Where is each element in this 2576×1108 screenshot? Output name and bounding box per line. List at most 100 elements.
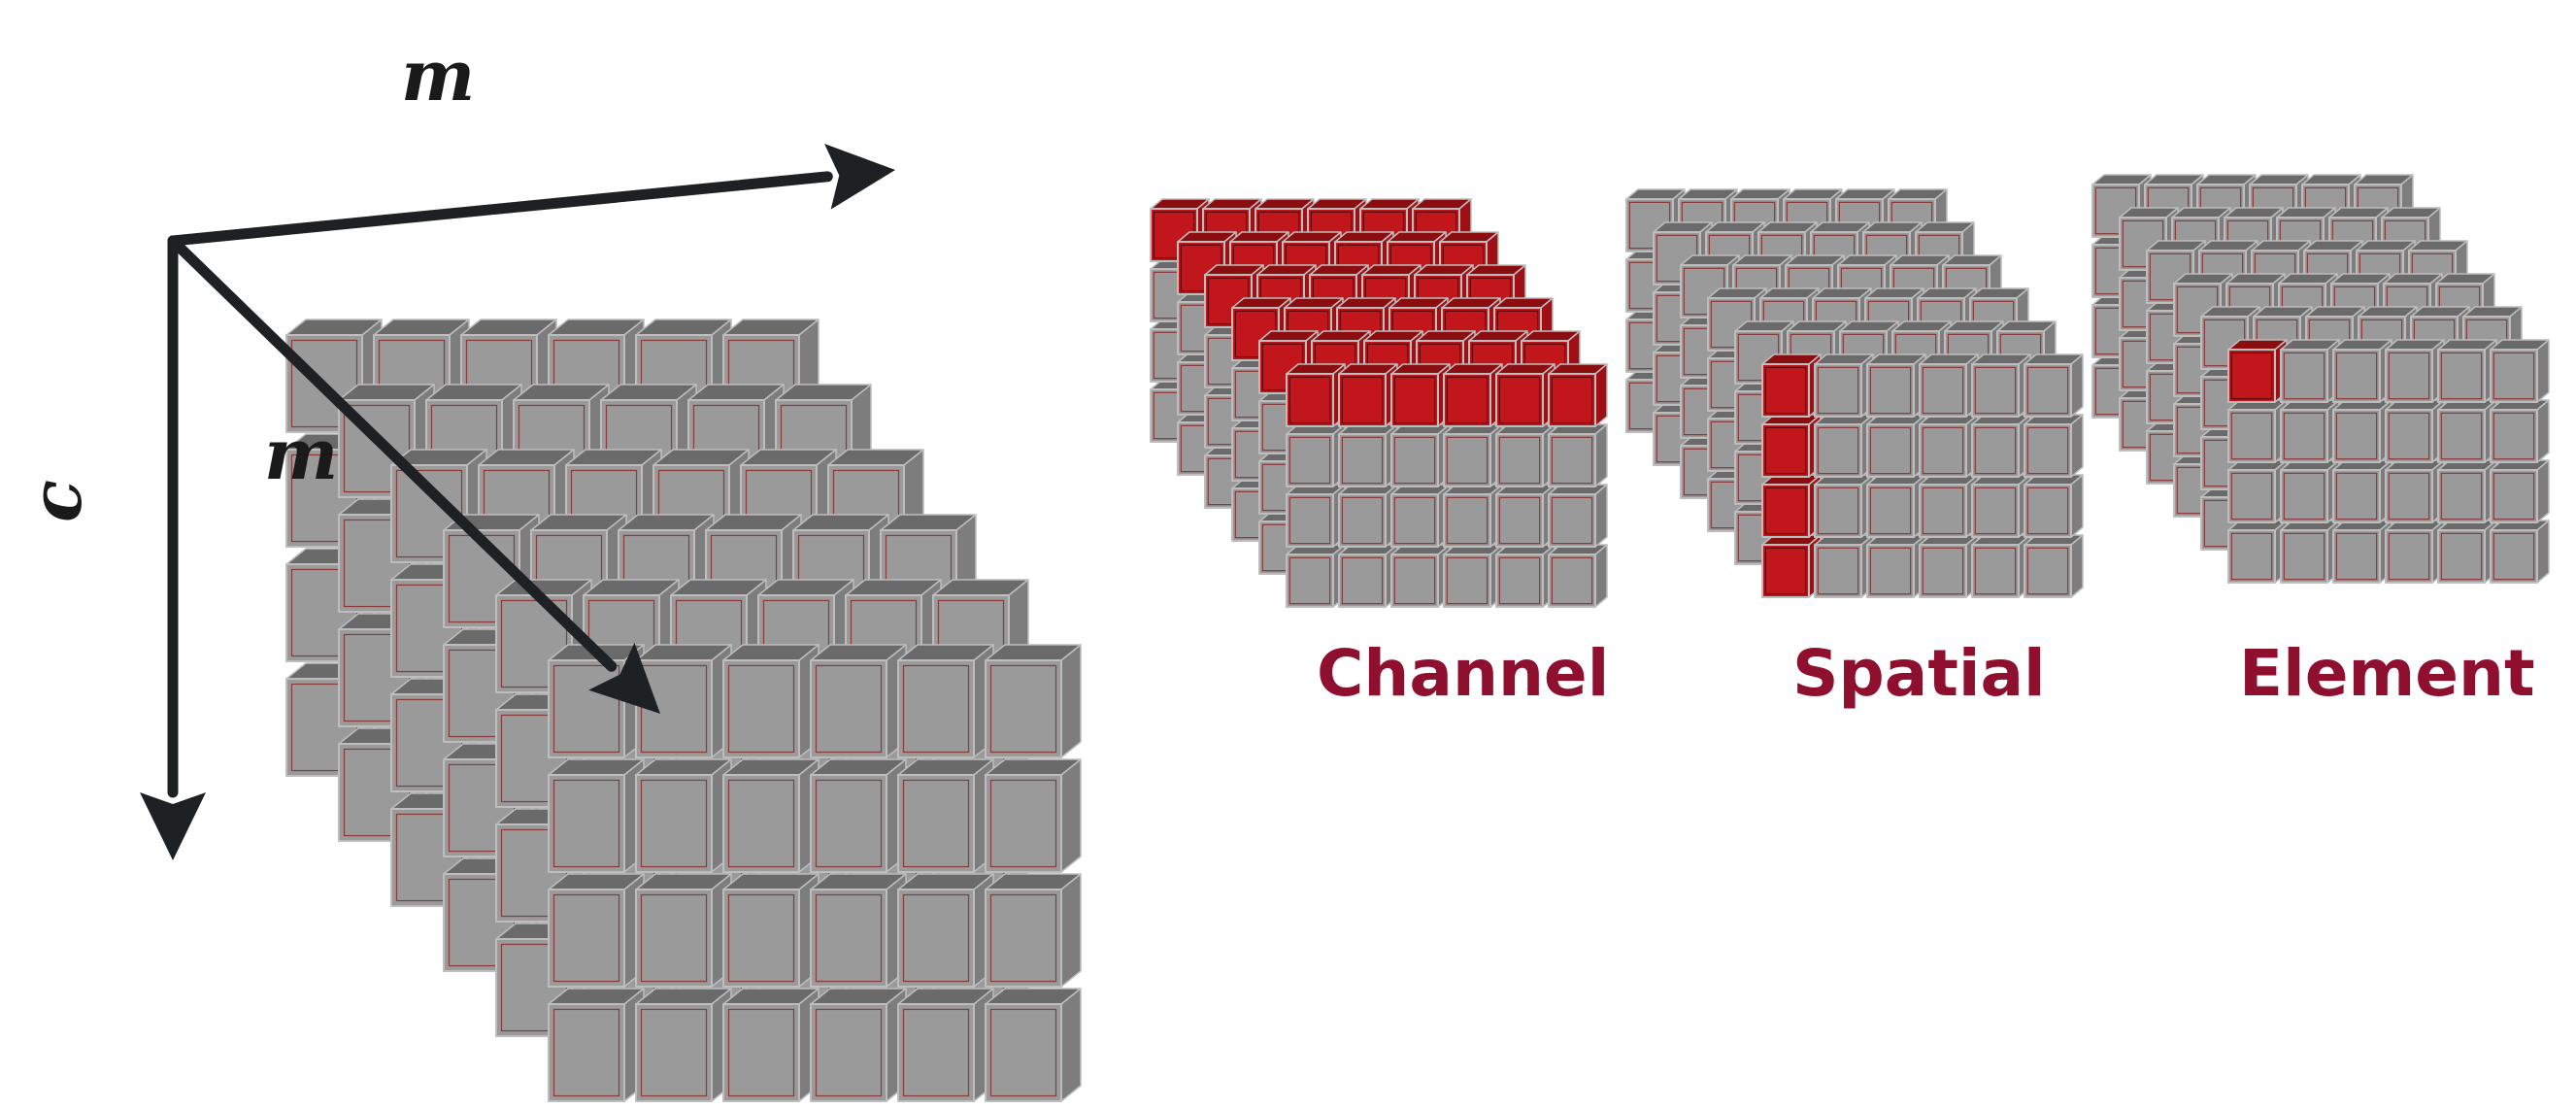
large-tensor-cube bbox=[810, 758, 907, 873]
channel-axis-arrow bbox=[140, 235, 206, 860]
element-attention-tensor bbox=[2091, 174, 2550, 584]
element-tensor-cube bbox=[2227, 459, 2288, 523]
axis-label-depth: m bbox=[264, 413, 339, 495]
channel-tensor-cube bbox=[1338, 484, 1398, 548]
element-tensor-cube bbox=[2490, 459, 2550, 523]
spatial-tensor-cube bbox=[1919, 353, 1979, 418]
large-tensor-cube bbox=[985, 644, 1082, 758]
channel-tensor-cube bbox=[1338, 363, 1398, 427]
large-tensor-cube bbox=[635, 758, 732, 873]
large-tensor-cube bbox=[548, 758, 645, 873]
element-tensor-cube bbox=[2490, 520, 2550, 584]
channel-tensor-cube bbox=[1338, 544, 1398, 608]
element-tensor-cube bbox=[2227, 399, 2288, 463]
element-tensor-cube bbox=[2437, 339, 2497, 403]
width-axis-arrow bbox=[167, 143, 895, 247]
channel-tensor-cube bbox=[1443, 544, 1503, 608]
spatial-tensor-cube bbox=[1971, 534, 2031, 598]
element-tensor-cube bbox=[2280, 520, 2340, 584]
spatial-tensor-cube bbox=[1971, 353, 2031, 418]
element-tensor-cube bbox=[2280, 339, 2340, 403]
channel-tensor-cube bbox=[1495, 544, 1556, 608]
element-tensor-cube bbox=[2332, 459, 2392, 523]
spatial-tensor-cube bbox=[1919, 474, 1979, 538]
channel-tensor-cube bbox=[1548, 363, 1608, 427]
large-tensor-cube bbox=[897, 644, 994, 758]
spatial-attention-tensor bbox=[1625, 188, 2084, 598]
spatial-tensor-cube bbox=[1866, 534, 1926, 598]
spatial-tensor-cube bbox=[1866, 353, 1926, 418]
depth-axis-arrow bbox=[167, 235, 660, 714]
spatial-tensor-cube bbox=[2024, 414, 2084, 478]
large-tensor-cube bbox=[985, 758, 1082, 873]
channel-tensor-cube bbox=[1286, 484, 1346, 548]
spatial-tensor-cube bbox=[1814, 534, 1874, 598]
axis-label-width: m bbox=[401, 34, 476, 117]
channel-tensor-cube bbox=[1443, 423, 1503, 487]
spatial-tensor-cube bbox=[1866, 474, 1926, 538]
large-tensor-cube bbox=[635, 873, 732, 988]
element-tensor-cube bbox=[2332, 399, 2392, 463]
caption-element: Element bbox=[2239, 636, 2535, 711]
large-tensor-cube bbox=[722, 873, 820, 988]
spatial-tensor-cube bbox=[2024, 353, 2084, 418]
caption-spatial: Spatial bbox=[1792, 636, 2046, 711]
spatial-tensor-cube bbox=[2024, 474, 2084, 538]
axis-arrows bbox=[140, 143, 895, 860]
channel-tensor-cube bbox=[1390, 363, 1451, 427]
element-tensor-cube bbox=[2227, 339, 2288, 403]
large-tensor-cube bbox=[897, 758, 994, 873]
element-tensor-cube bbox=[2332, 339, 2392, 403]
large-tensor-cube bbox=[985, 873, 1082, 988]
channel-tensor-cube bbox=[1286, 423, 1346, 487]
channel-tensor-cube bbox=[1390, 544, 1451, 608]
element-tensor-cube bbox=[2332, 520, 2392, 584]
large-tensor-cube bbox=[897, 873, 994, 988]
large-tensor-cube bbox=[548, 873, 645, 988]
channel-tensor-cube bbox=[1286, 544, 1346, 608]
spatial-tensor-cube bbox=[1814, 353, 1874, 418]
large-tensor-cube bbox=[810, 988, 907, 1102]
spatial-tensor-cube bbox=[1761, 353, 1822, 418]
large-tensor-cube bbox=[635, 644, 732, 758]
channel-tensor-cube bbox=[1390, 484, 1451, 548]
element-tensor-cube bbox=[2280, 399, 2340, 463]
large-tensor-cube bbox=[810, 644, 907, 758]
spatial-tensor-cube bbox=[1971, 474, 2031, 538]
spatial-tensor-cube bbox=[2024, 534, 2084, 598]
caption-channel: Channel bbox=[1317, 636, 1610, 711]
spatial-tensor-cube bbox=[1761, 474, 1822, 538]
large-tensor-cube bbox=[897, 988, 994, 1102]
channel-tensor-cube bbox=[1495, 423, 1556, 487]
spatial-tensor-cube bbox=[1814, 474, 1874, 538]
spatial-tensor-cube bbox=[1761, 534, 1822, 598]
large-tensor-cube bbox=[722, 988, 820, 1102]
large-tensor-cube bbox=[722, 644, 820, 758]
channel-tensor-cube bbox=[1548, 484, 1608, 548]
spatial-tensor-cube bbox=[1971, 414, 2031, 478]
large-tensor-cube bbox=[548, 988, 645, 1102]
large-tensor-cube bbox=[635, 988, 732, 1102]
element-tensor-cube bbox=[2385, 520, 2445, 584]
element-tensor-cube bbox=[2490, 339, 2550, 403]
element-tensor-cube bbox=[2490, 399, 2550, 463]
element-tensor-cube bbox=[2385, 339, 2445, 403]
large-tensor-cube bbox=[722, 758, 820, 873]
axis-label-channel: c bbox=[14, 480, 97, 522]
spatial-tensor-cube bbox=[1761, 414, 1822, 478]
channel-tensor-cube bbox=[1390, 423, 1451, 487]
element-tensor-cube bbox=[2280, 459, 2340, 523]
spatial-tensor-cube bbox=[1919, 414, 1979, 478]
element-tensor-cube bbox=[2385, 459, 2445, 523]
element-tensor-cube bbox=[2385, 399, 2445, 463]
large-tensor-cube bbox=[985, 988, 1082, 1102]
element-tensor-cube bbox=[2227, 520, 2288, 584]
channel-attention-tensor bbox=[1150, 198, 1608, 608]
channel-tensor-cube bbox=[1548, 544, 1608, 608]
element-tensor-cube bbox=[2437, 520, 2497, 584]
channel-tensor-cube bbox=[1495, 484, 1556, 548]
channel-tensor-cube bbox=[1443, 363, 1503, 427]
channel-tensor-cube bbox=[1495, 363, 1556, 427]
large-tensor-cube bbox=[810, 873, 907, 988]
